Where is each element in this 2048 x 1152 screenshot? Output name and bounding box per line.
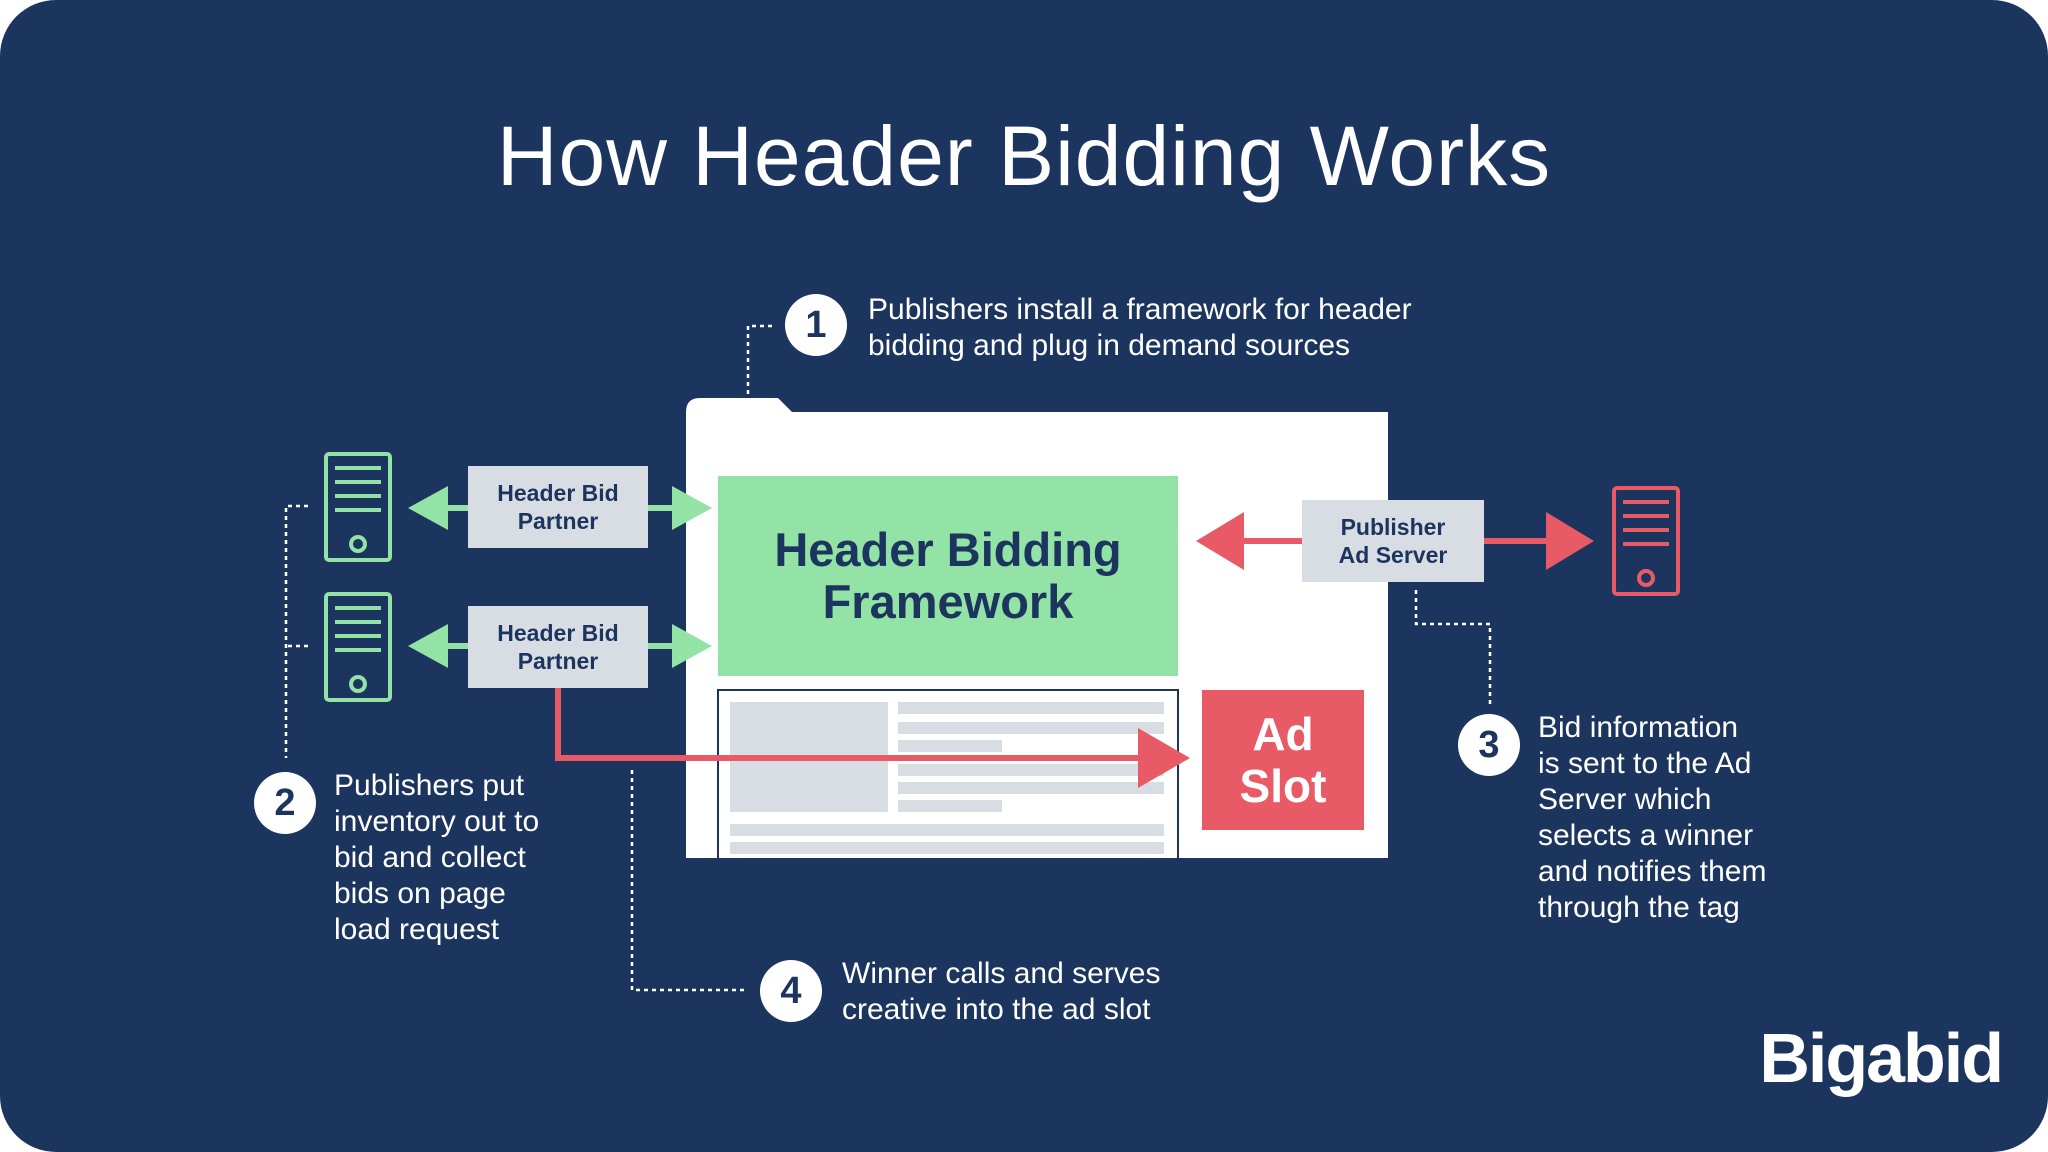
server-icon xyxy=(1612,486,1680,596)
step-4-text: Winner calls and serves creative into th… xyxy=(842,957,1161,1026)
ad-slot-line: Slot xyxy=(1239,760,1327,812)
framework-line: Header Bidding xyxy=(774,523,1122,576)
winner-arrow xyxy=(555,688,1190,788)
ad-server-label-line: Ad Server xyxy=(1338,542,1448,568)
page-title: How Header Bidding Works xyxy=(496,109,1552,203)
leader-lines xyxy=(284,324,1492,992)
partner-label-line: Partner xyxy=(517,648,599,674)
step-3-badge: 3 xyxy=(1458,714,1520,776)
partner-label-line: Partner xyxy=(517,508,599,534)
step-1-badge: 1 xyxy=(785,294,847,356)
step-4-badge: 4 xyxy=(760,960,822,1022)
step-3-text: Bid information is sent to the Ad Server… xyxy=(1538,711,1767,924)
partner-label-line: Header Bid xyxy=(497,620,619,646)
server-icon xyxy=(324,452,392,562)
step-1-text: Publishers install a framework for heade… xyxy=(868,293,1412,362)
partner-label-line: Header Bid xyxy=(497,480,619,506)
server-icon xyxy=(324,592,392,702)
bigabid-logo: Bigabid xyxy=(1759,1019,2004,1097)
ad-slot-line: Ad xyxy=(1252,708,1314,760)
framework-line: Framework xyxy=(822,575,1074,628)
step-2-badge: 2 xyxy=(254,772,316,834)
ad-server-label-line: Publisher xyxy=(1340,514,1446,540)
step-2-text: Publishers put inventory out to bid and … xyxy=(334,769,540,946)
